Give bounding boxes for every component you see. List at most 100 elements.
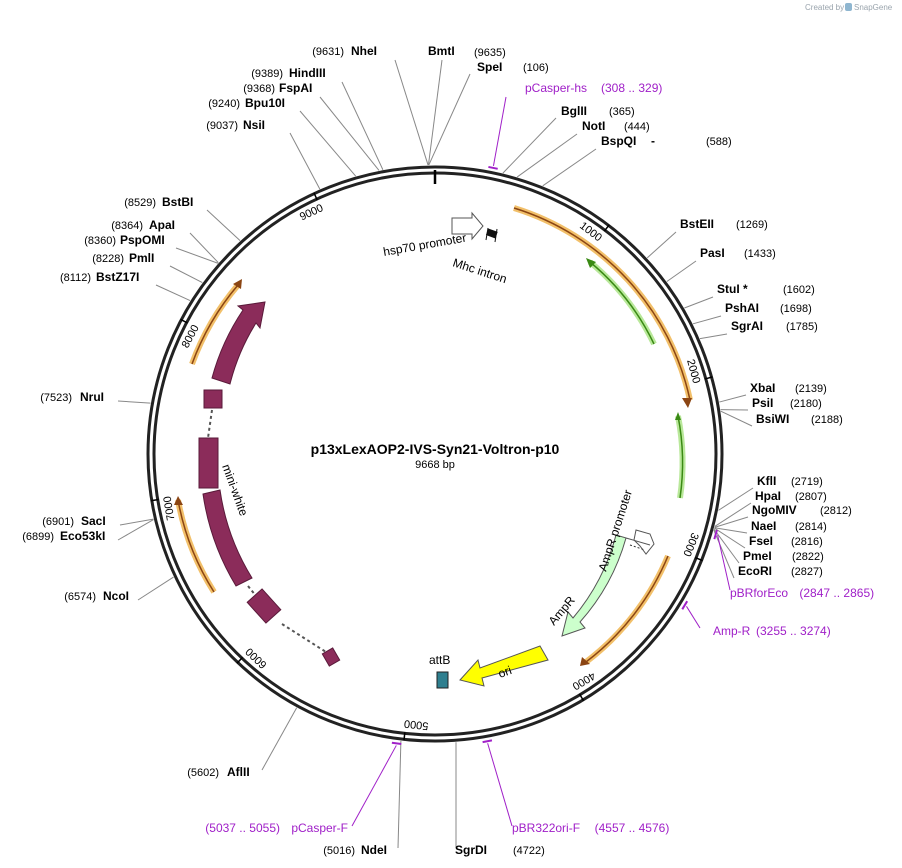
feature-label-mhc-intron: Mhc intron bbox=[451, 256, 509, 287]
enzyme-position: (1785) bbox=[786, 321, 818, 333]
orange-feature-arrowhead-3 bbox=[174, 496, 183, 505]
enzyme-position: (8112) bbox=[60, 272, 91, 284]
enzyme-leader-line bbox=[666, 260, 697, 282]
tick-mark bbox=[578, 693, 585, 702]
enzyme-label: BglII bbox=[561, 104, 587, 118]
orange-feature-arc-3-core bbox=[177, 499, 215, 593]
enzyme-leader-line bbox=[261, 707, 298, 771]
orange-feature-arc-2-core bbox=[585, 555, 669, 663]
enzyme-label: FseI bbox=[749, 534, 773, 548]
enzyme-leader-line bbox=[189, 232, 219, 264]
primer-label: pBRforEco bbox=[730, 586, 788, 600]
orange-feature-arrowhead-2 bbox=[580, 657, 590, 666]
tick-mark bbox=[603, 224, 610, 232]
tick-label: 6000 bbox=[243, 645, 269, 671]
orange-feature-arrowhead-1 bbox=[682, 398, 692, 408]
primer-leader-line bbox=[351, 745, 397, 827]
enzyme-leader-line bbox=[397, 740, 402, 849]
enzyme-label: BstZ17I bbox=[96, 270, 139, 284]
enzyme-label: NruI bbox=[80, 390, 104, 404]
enzyme-leader-line bbox=[714, 527, 748, 534]
mini-white-exon-6 bbox=[321, 647, 341, 667]
enzyme-label: EcoRI bbox=[738, 564, 772, 578]
enzyme-label: FspAI bbox=[279, 81, 312, 95]
brand-text: SnapGene bbox=[854, 3, 893, 12]
enzyme-leader-line bbox=[117, 519, 154, 541]
enzyme-leader-line bbox=[289, 132, 321, 190]
tick-mark bbox=[180, 318, 188, 324]
primer-label: Amp-R bbox=[713, 624, 751, 638]
enzyme-leader-line bbox=[341, 81, 384, 170]
primer-leader-line bbox=[492, 96, 507, 166]
mhc-intron-tick-2 bbox=[494, 228, 498, 243]
enzyme-leader-line bbox=[542, 148, 597, 187]
enzyme-position: (588) bbox=[706, 136, 732, 148]
enzyme-leader-line bbox=[720, 410, 753, 427]
enzyme-label: HindIII bbox=[289, 66, 326, 80]
label-leaders bbox=[117, 59, 754, 849]
enzyme-label: NsiI bbox=[243, 118, 265, 132]
enzyme-label: HpaI bbox=[755, 489, 781, 503]
enzyme-position: (6574) bbox=[64, 591, 96, 603]
tick-mark bbox=[403, 732, 406, 741]
primer-range: (2847 .. 2865) bbox=[799, 586, 874, 600]
enzyme-label: NgoMIV bbox=[752, 503, 797, 517]
enzyme-leader-line bbox=[175, 247, 219, 264]
enzyme-position: (9635) bbox=[474, 47, 506, 59]
enzyme-label: PasI bbox=[700, 246, 725, 260]
tick-label: 7000 bbox=[162, 495, 178, 521]
enzyme-position: (8360) bbox=[84, 235, 116, 247]
orange-feature-arrowhead-4 bbox=[233, 279, 242, 289]
enzyme-label: BstBI bbox=[162, 195, 193, 209]
primer-label: pBR322ori-F bbox=[512, 821, 580, 835]
green-feature-arc-1-core bbox=[589, 261, 655, 345]
tick-mark bbox=[704, 376, 713, 380]
enzyme-label: NotI bbox=[582, 119, 605, 133]
enzyme-position: (9368) bbox=[243, 83, 275, 95]
enzyme-label: KflI bbox=[757, 474, 776, 488]
primer-binding-mark bbox=[681, 600, 689, 610]
enzyme-leader-line bbox=[692, 315, 722, 325]
mini-white-intron-3 bbox=[281, 623, 327, 653]
feature-label-hsp70-promoter: hsp70 promoter bbox=[382, 231, 467, 259]
primer-range: (3255 .. 3274) bbox=[756, 624, 831, 638]
enzyme-position: (8364) bbox=[111, 220, 143, 232]
enzyme-label: PshAI bbox=[725, 301, 759, 315]
enzyme-leader-line bbox=[137, 576, 174, 601]
primer-leader-line bbox=[686, 606, 701, 629]
credit-text: Created by bbox=[805, 3, 844, 12]
enzyme-label: BstEII bbox=[680, 217, 714, 231]
enzyme-position: (1433) bbox=[744, 248, 776, 260]
enzyme-leader-line bbox=[699, 333, 728, 340]
primer-leader-line bbox=[717, 534, 731, 591]
enzyme-position: (8228) bbox=[92, 253, 124, 265]
mini-white-exon-5 bbox=[246, 588, 282, 624]
enzyme-leader-line bbox=[714, 516, 749, 528]
enzyme-leader-line bbox=[394, 59, 429, 166]
enzyme-position: (2814) bbox=[795, 521, 827, 533]
enzyme-label: ApaI bbox=[149, 218, 175, 232]
enzyme-label: AflII bbox=[227, 765, 250, 779]
enzyme-position: (444) bbox=[624, 121, 650, 133]
enzyme-leader-line bbox=[155, 284, 191, 302]
enzyme-leader-line bbox=[719, 394, 747, 403]
enzyme-label: Eco53kI bbox=[60, 529, 105, 543]
tick-mark bbox=[236, 656, 244, 664]
tick-mark bbox=[694, 556, 703, 562]
enzyme-leader-line bbox=[169, 265, 203, 284]
enzyme-position: (2822) bbox=[792, 551, 824, 563]
enzyme-position: (8529) bbox=[124, 197, 156, 209]
tick-mark bbox=[150, 498, 159, 502]
enzyme-label: PmlI bbox=[129, 251, 154, 265]
enzyme-position: (2807) bbox=[795, 491, 827, 503]
enzyme-position: (1269) bbox=[736, 219, 768, 231]
enzyme-label: PsiI bbox=[752, 396, 773, 410]
primer-leader-line bbox=[487, 743, 513, 827]
enzyme-leader-line bbox=[117, 400, 151, 404]
enzyme-leader-line bbox=[206, 209, 241, 241]
ampr-promoter-arrow bbox=[633, 529, 655, 555]
enzyme-leader-line bbox=[684, 296, 714, 309]
feature-label-ori: ori bbox=[496, 663, 513, 681]
mhc-intron-mark bbox=[485, 228, 498, 239]
